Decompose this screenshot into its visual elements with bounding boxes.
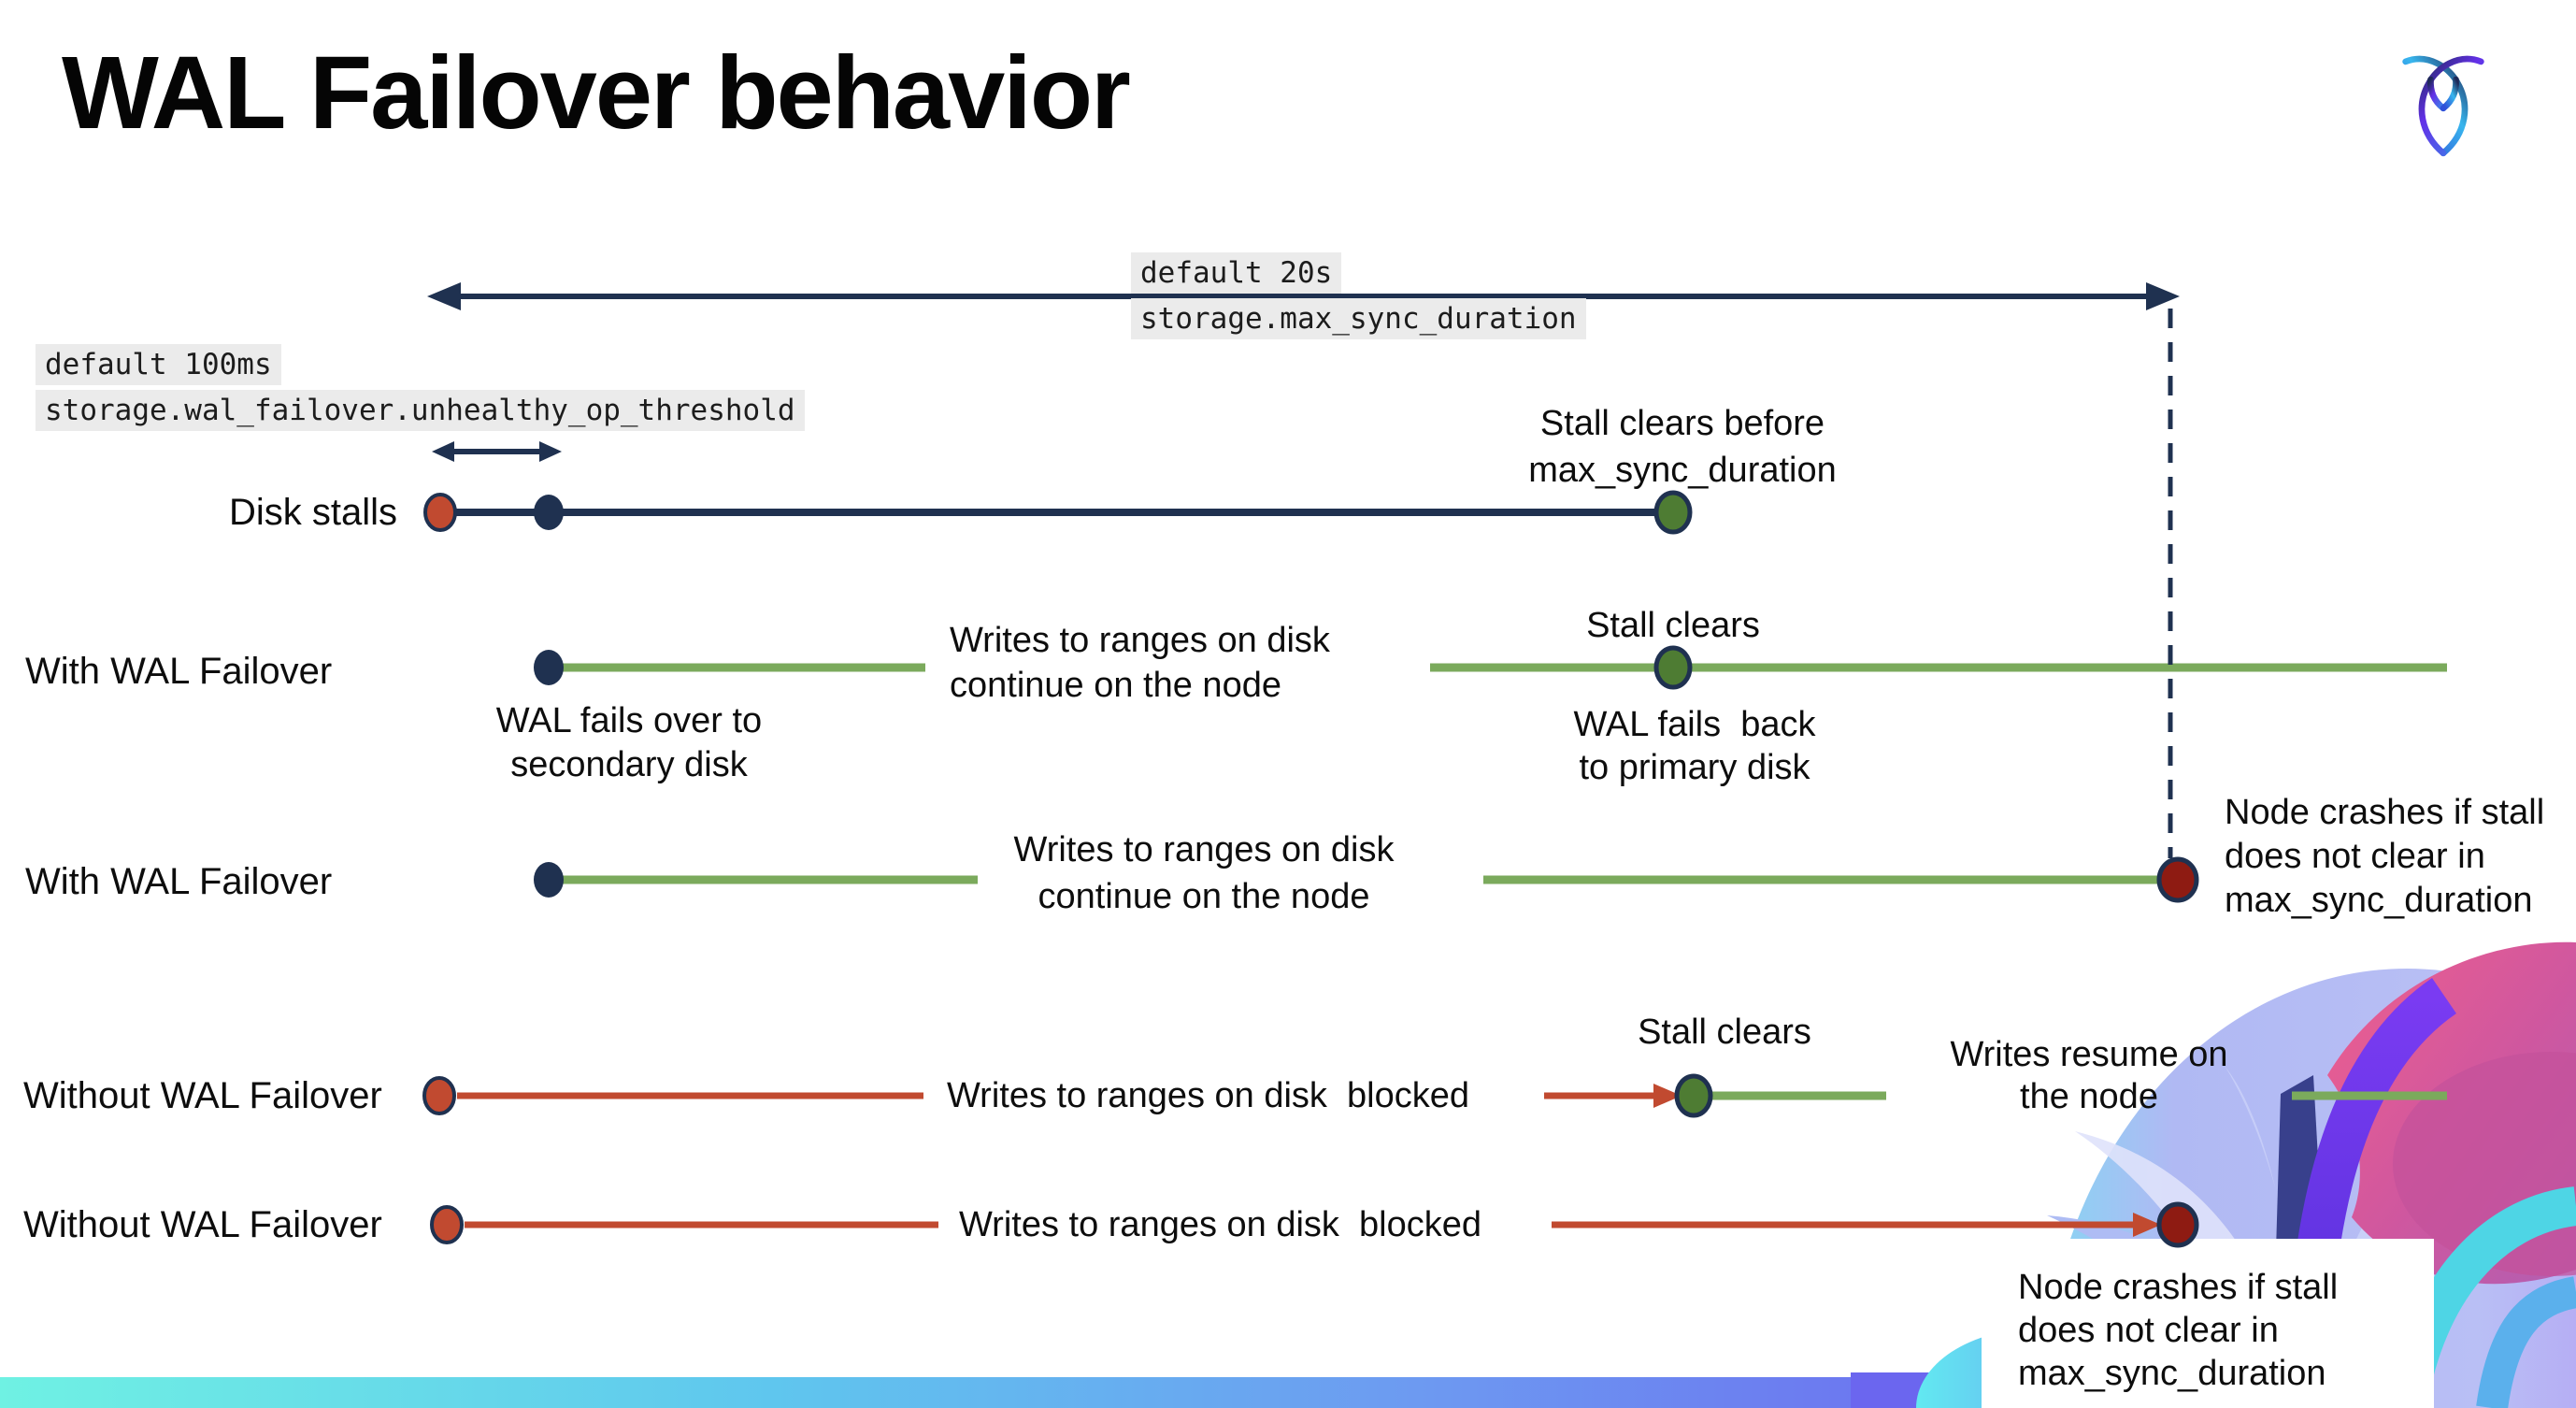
threshold-default-value: default 100ms <box>36 344 281 385</box>
row2-failover-note: WAL fails over to secondary disk <box>495 701 763 784</box>
row4-writes-blocked-note: Writes to ranges on disk blocked <box>947 1076 1470 1115</box>
row2-failover-dot <box>534 650 564 685</box>
threshold-setting-name: storage.wal_failover.unhealthy_op_thresh… <box>36 390 805 431</box>
threshold-arrow-head-left-icon <box>432 441 454 462</box>
max-sync-duration-config-label: default 20s storage.max_sync_duration <box>1131 252 1586 344</box>
row1-stall-clears-note: Stall clears before max_sync_duration <box>1528 404 1837 490</box>
cockroachdb-logo-icon <box>2398 49 2488 159</box>
row4-writes-resume-note: Writes resume on the node <box>1950 1035 2228 1116</box>
row5-crash-dot <box>2156 1201 2199 1248</box>
row1-stall-clears-dot <box>1653 490 1693 535</box>
row3-crash-note: Node crashes if stall does not clear in … <box>2225 793 2545 920</box>
row3-crash-dot <box>2156 856 2199 903</box>
row1-stall-start-dot <box>423 493 457 532</box>
row5-stall-start-dot <box>430 1205 464 1244</box>
page-title: WAL Failover behavior <box>62 36 1131 151</box>
row5-red-arrow-head-icon <box>2133 1213 2161 1237</box>
row2-stall-clears-dot <box>1653 645 1693 690</box>
teal-arc-2 <box>2476 1276 2576 1408</box>
row5-crash-note: Node crashes if stall does not clear in … <box>2018 1268 2339 1393</box>
unhealthy-op-threshold-config-label: default 100ms storage.wal_failover.unhea… <box>36 344 805 436</box>
max-sync-default-value: default 20s <box>1131 252 1342 294</box>
row4-red-arrow-head-icon <box>1653 1084 1682 1108</box>
row5-label: Without WAL Failover <box>23 1204 382 1245</box>
row4-stall-start-dot <box>422 1076 456 1115</box>
row1-threshold-dot <box>534 495 564 530</box>
row3-label: With WAL Failover <box>25 861 333 902</box>
max-sync-setting-name: storage.max_sync_duration <box>1131 298 1586 339</box>
threshold-arrow-head-right-icon <box>539 441 562 462</box>
row4-stall-clears-note: Stall clears <box>1638 1013 1811 1052</box>
row4-stall-clears-dot <box>1674 1073 1713 1118</box>
row1-label: Disk stalls <box>228 492 397 533</box>
row2-writes-note: Writes to ranges on disk continue on the… <box>950 621 1330 705</box>
row2-label: With WAL Failover <box>25 651 333 692</box>
row2-failback-note: WAL fails back to primary disk <box>1573 705 1816 787</box>
row5-writes-blocked-note: Writes to ranges on disk blocked <box>959 1205 1482 1244</box>
arrow-head-left-icon <box>427 282 461 310</box>
arrow-head-right-icon <box>2146 282 2180 310</box>
row3-writes-note: Writes to ranges on disk continue on the… <box>1013 830 1395 916</box>
crash-callout-box <box>1982 1239 2434 1408</box>
row4-label: Without WAL Failover <box>23 1075 382 1116</box>
row3-failover-dot <box>534 862 564 898</box>
row2-stall-clears-note: Stall clears <box>1586 606 1760 645</box>
